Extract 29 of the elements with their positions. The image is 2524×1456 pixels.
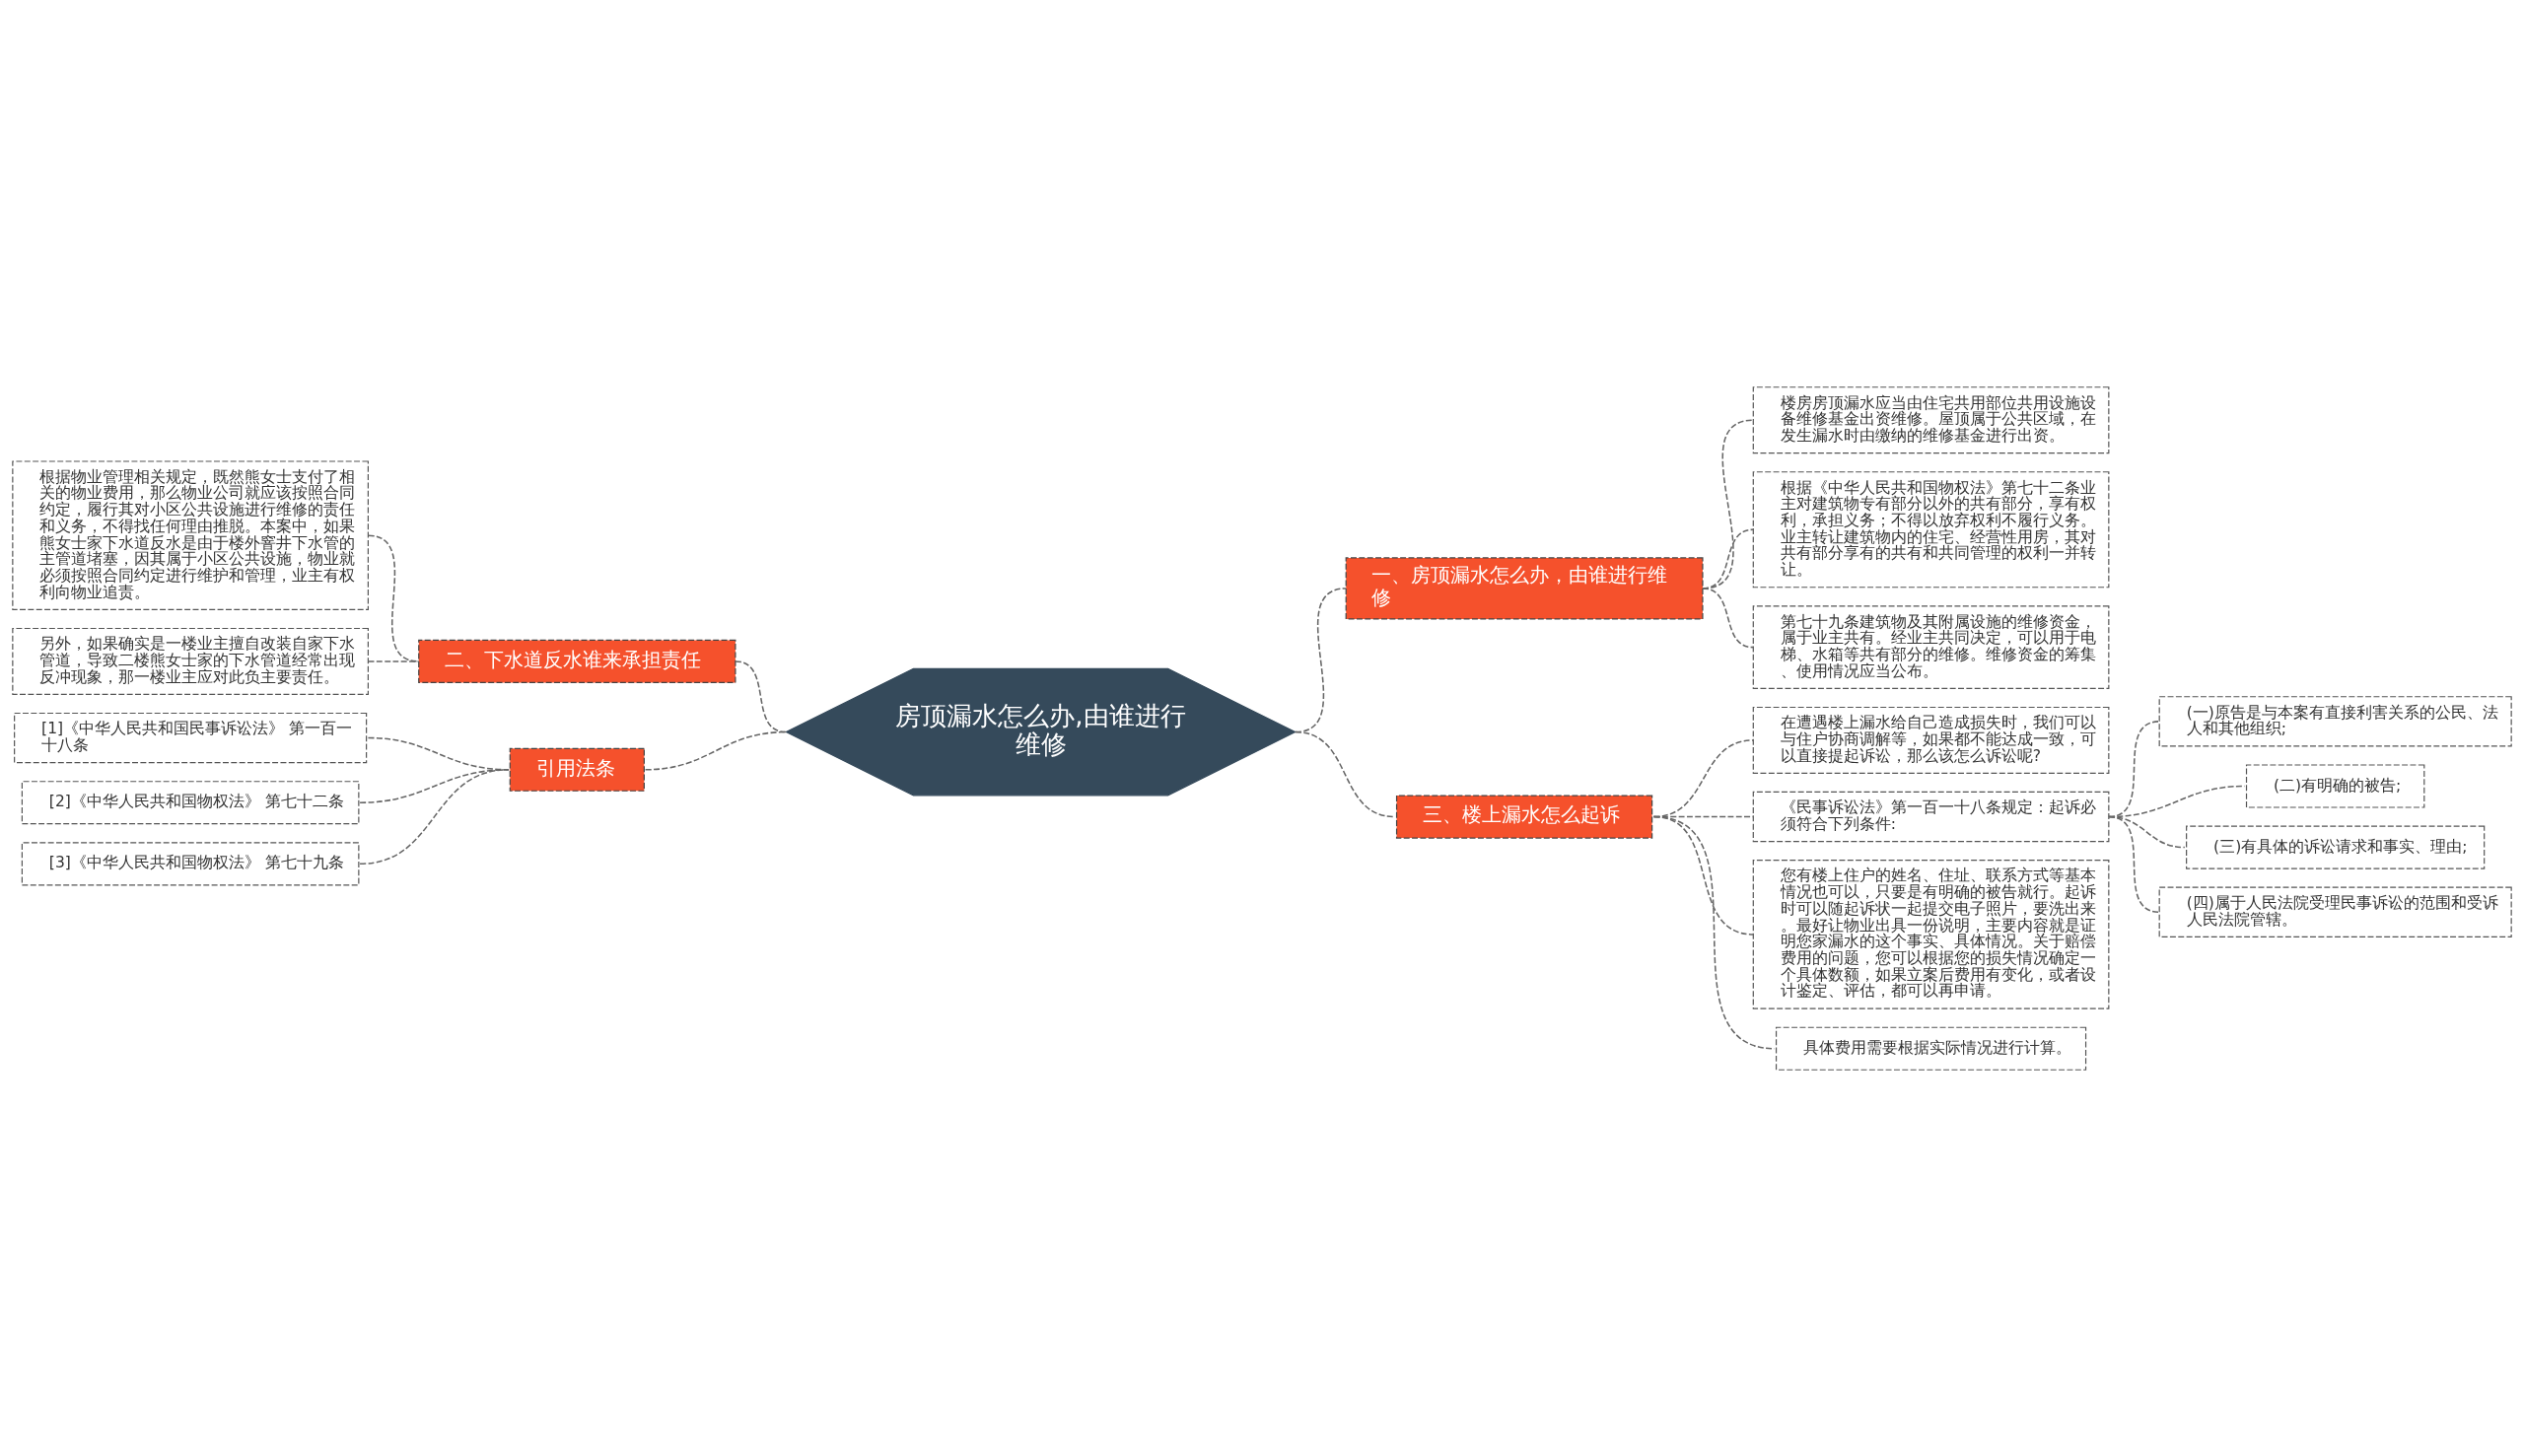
node-box: 具体费用需要根据实际情况进行计算。 xyxy=(1775,1026,2087,1071)
node-box: 您有楼上住户的姓名、住址、联系方式等基本情况也可以，只要是有明确的被告就行。起诉时可以随起诉状一起提交电子照片，要洗出来。最好让物业出具一份说明，主要内容就是证明您家漏水的这个事实、具体情况。关于赔偿费用的问题，您可以根据您的损失情况确定一个具体数额，如果立案后费用有变化，或者设计鉴定、评估，都可以再申请。 xyxy=(1752,859,2110,1009)
node-box: 楼房房顶漏水应当由住宅共用部位共用设施设备维修基金出资维修。屋顶属于公共区域，在发生漏水时由缴纳的维修基金进行出资。 xyxy=(1752,385,2110,453)
node-box: (三)有具体的诉讼请求和事实、理由; xyxy=(2186,825,2486,869)
node-box: 二、下水道反水谁来承担责任 xyxy=(418,639,736,683)
node-box: (四)属于人民法院受理民事诉讼的范围和受诉人民法院管辖。 xyxy=(2158,886,2512,937)
connector xyxy=(1652,815,1776,1049)
node-box: 第七十九条建筑物及其附属设施的维修资金，属于业主共有。经业主共同决定，可以用于电梯、水箱等共有部分的维修。维修资金的筹集、使用情况应当公布。 xyxy=(1752,604,2110,689)
node-box: 引用法条 xyxy=(509,747,645,792)
node-box: 根据《中华人民共和国物权法》第七十二条业主对建筑物专有部分以外的共有部分，享有权利，承担义务；不得以放弃权利不履行义务。业主转让建筑物内的住宅、经营性用房，其对共有部分享有的共有和共同管理的权利一并转让。 xyxy=(1752,470,2110,588)
node-box: (二)有明确的被告; xyxy=(2245,763,2425,808)
node-box: 根据物业管理相关规定，既然熊女士支付了相关的物业费用，那么物业公司就应该按照合同约定，履行其对小区公共设施进行维修的责任和义务，不得找任何理由推脱。本案中，如果熊女士家下水道反水是由于楼外窨井下水管的主管道堵塞，因其属于小区公共设施，物业就必须按照合同约定进行维护和管理，业主有权利向物业追责。 xyxy=(12,459,369,610)
connector xyxy=(367,659,420,662)
node-box: 另外，如果确实是一楼业主擅自改装自家下水管道，导致二楼熊女士家的下水管道经常出现反冲现象，那一楼业主应对此负主要责任。 xyxy=(12,627,369,695)
connector xyxy=(644,730,787,771)
connector xyxy=(359,768,510,865)
node-box: 三、楼上漏水怎么起诉 xyxy=(1395,794,1653,839)
connector xyxy=(1702,587,1755,648)
node-box: 《民事诉讼法》第一百一十八条规定：起诉必须符合下列条件: xyxy=(1752,791,2110,842)
node-box: [1]《中华人民共和国民事诉讼法》 第一百一十八条 xyxy=(14,712,368,763)
node-box: (一)原告是与本案有直接利害关系的公民、法人和其他组织; xyxy=(2158,695,2512,746)
connector xyxy=(2108,815,2160,913)
node-box: 一、房顶漏水怎么办，由谁进行维修 xyxy=(1345,556,1704,620)
connector xyxy=(735,659,787,732)
node-box: 在遭遇楼上漏水给自己造成损失时，我们可以与住户协商调解等，如果都不能达成一致，可以直接提起诉讼，那么该怎么诉讼呢? xyxy=(1752,706,2110,774)
connector xyxy=(367,533,420,662)
node-box: [3]《中华人民共和国物权法》 第七十九条 xyxy=(21,841,360,885)
node-box: [2]《中华人民共和国物权法》 第七十二条 xyxy=(21,780,360,824)
connector xyxy=(1295,730,1396,817)
